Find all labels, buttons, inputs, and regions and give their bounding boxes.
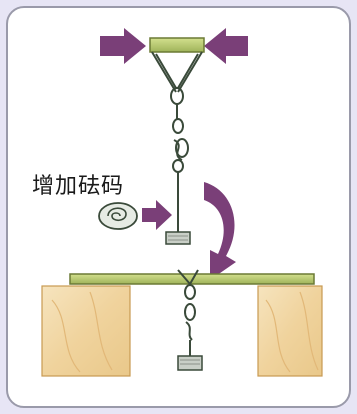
top-string-triangle — [151, 51, 203, 93]
add-weights-label: 增加砝码 — [32, 174, 125, 199]
left-press-arrow-icon — [100, 28, 146, 64]
short-arrow-icon — [142, 200, 172, 230]
hanging-weight — [165, 231, 191, 245]
lower-strings — [177, 269, 199, 356]
bottom-hanging-weight — [177, 355, 203, 371]
curved-arrow-icon — [204, 182, 236, 280]
weight-coin-icon — [98, 202, 138, 230]
right-wood-block — [257, 285, 323, 377]
top-green-bar — [149, 37, 205, 53]
left-wood-block — [41, 285, 131, 377]
right-press-arrow-icon — [204, 28, 248, 64]
hanging-chain — [170, 87, 189, 232]
